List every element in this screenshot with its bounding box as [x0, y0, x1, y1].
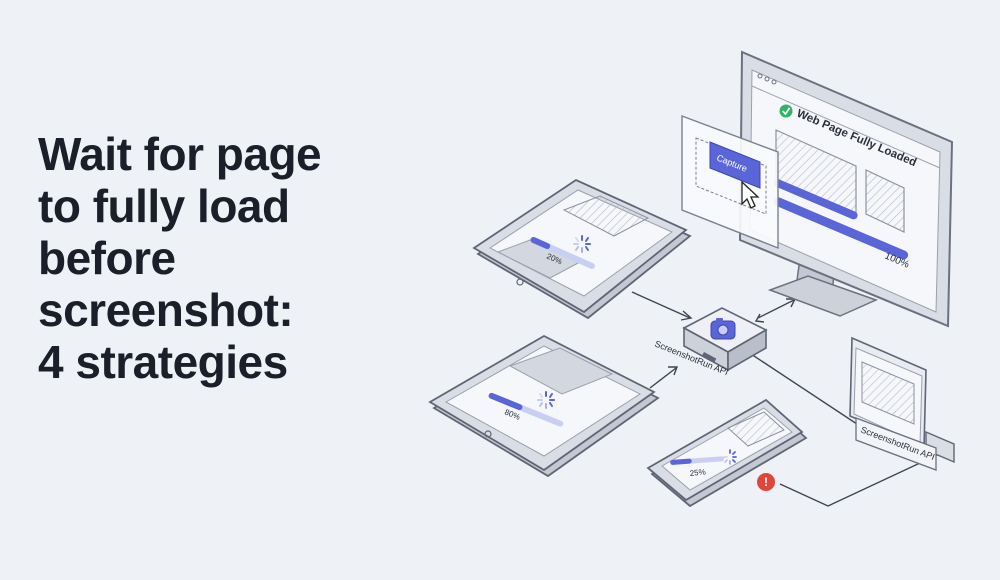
image-placeholder [861, 361, 915, 425]
home-button-icon [484, 430, 492, 438]
image-placeholder [865, 169, 905, 233]
tablet-left: 80% [428, 334, 660, 478]
title-line-5: 4 strategies [38, 336, 288, 388]
line-phone-to-browser [779, 447, 953, 507]
image-placeholder [727, 411, 785, 447]
camera-icon [710, 318, 736, 340]
image-placeholder [562, 195, 650, 237]
phone-progress-label: 25% [689, 467, 706, 478]
title-line-1: Wait for page [38, 128, 322, 180]
capture-button[interactable]: Capture [709, 141, 761, 189]
page-title: Wait for page to fully load before scree… [38, 128, 418, 388]
arrow-tablet-to-hub [631, 291, 691, 319]
alert-symbol: ! [764, 475, 768, 489]
arrowhead-2 [668, 366, 679, 376]
loading-spinner-icon [723, 449, 737, 465]
home-button-icon [516, 278, 524, 286]
arrow-tablet-left-to-hub [649, 367, 677, 389]
popup-panel [681, 114, 779, 250]
tablet-top: 20% [472, 178, 692, 320]
hub-port [702, 352, 717, 363]
arrowhead-1 [680, 310, 693, 321]
line-hub-to-browser [747, 351, 867, 431]
cursor-pointer-icon [741, 180, 760, 209]
window-dot-icon [764, 76, 770, 82]
tablet-left-progress-bar [488, 392, 564, 427]
alert-icon: ! [757, 473, 775, 491]
smartphone: 25% ! [646, 398, 808, 508]
hub-side-right [727, 328, 767, 372]
monitor-progress-bar-2 [773, 197, 909, 260]
loading-spinner-icon [537, 391, 555, 409]
browser-window: ScreenshotRun API [849, 336, 955, 471]
monitor-browser-bar [751, 85, 941, 169]
capture-popup: Capture [681, 114, 779, 250]
check-circle-icon [779, 104, 793, 118]
arrowhead-4 [754, 313, 765, 323]
arrow-hub-to-monitor [757, 299, 795, 319]
phone-progress-bar [670, 456, 725, 465]
monitor-stand-base [767, 275, 879, 317]
title-line-4: screenshot: [38, 284, 294, 336]
content-block [508, 347, 614, 395]
desktop-monitor: Web Page Fully Loaded 100% [738, 50, 954, 328]
label-card [855, 417, 937, 471]
monitor-progress-bar-1 [774, 179, 858, 220]
tablet-top-progress-bar [530, 236, 595, 269]
window-dot-icon [771, 79, 777, 85]
connector-lines [631, 291, 953, 507]
title-line-2: to fully load [38, 180, 290, 232]
loading-spinner-icon [573, 235, 591, 253]
window-dot-icon [757, 73, 763, 79]
title-line-3: before [38, 232, 176, 284]
